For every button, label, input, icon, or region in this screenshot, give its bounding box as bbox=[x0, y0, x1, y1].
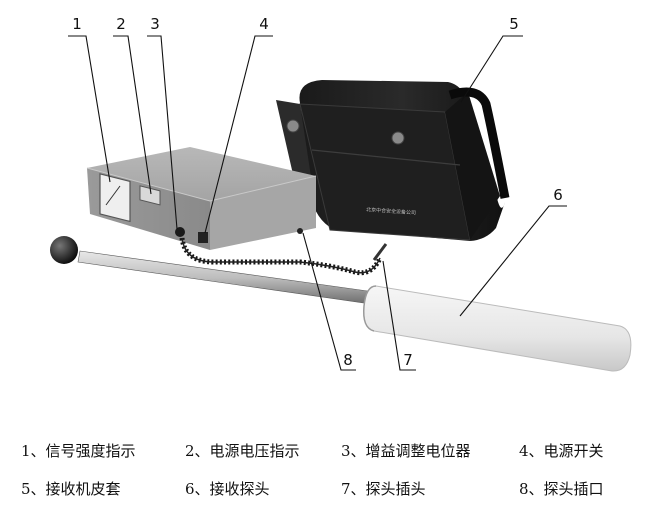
power-switch bbox=[198, 232, 208, 243]
callout-5: 5 bbox=[509, 15, 519, 33]
case-rivet-left bbox=[286, 119, 300, 133]
callout-4: 4 bbox=[259, 15, 269, 33]
leader-2 bbox=[113, 35, 152, 195]
callout-2: 2 bbox=[116, 15, 126, 33]
case-maker-label: 北京中合安全设备公司 bbox=[366, 206, 416, 216]
legend-item-5: 5、接收机皮套 bbox=[21, 480, 121, 498]
leader-3 bbox=[147, 35, 178, 230]
case-rivet-right bbox=[391, 131, 405, 145]
callout-numbers: 1 2 3 4 5 6 7 8 bbox=[72, 15, 563, 369]
callout-7: 7 bbox=[403, 351, 413, 369]
receiver-unit bbox=[86, 147, 317, 250]
receiving-probe bbox=[50, 236, 632, 372]
receiver-leather-case: 北京中合安全设备公司 bbox=[276, 80, 510, 241]
legend-item-3: 3、增益调整电位器 bbox=[341, 442, 471, 460]
leader-6 bbox=[459, 205, 567, 317]
callout-3: 3 bbox=[150, 15, 160, 33]
callout-8: 8 bbox=[343, 351, 353, 369]
probe-socket bbox=[297, 228, 303, 234]
legend-item-6: 6、接收探头 bbox=[185, 480, 270, 498]
legend-item-2: 2、电源电压指示 bbox=[185, 442, 300, 460]
legend-row-1: 1、信号强度指示 2、电源电压指示 3、增益调整电位器 4、电源开关 bbox=[0, 440, 656, 464]
callout-6: 6 bbox=[553, 186, 563, 204]
legend-row-2: 5、接收机皮套 6、接收探头 7、探头插头 8、探头插口 bbox=[0, 478, 656, 502]
probe-coiled-cable bbox=[179, 237, 388, 276]
callout-leaders bbox=[68, 35, 567, 371]
leader-1 bbox=[68, 35, 111, 183]
legend-item-7: 7、探头插头 bbox=[341, 480, 426, 498]
probe-ball-tip bbox=[50, 236, 78, 264]
probe-plug bbox=[372, 243, 388, 261]
callout-1: 1 bbox=[72, 15, 82, 33]
leader-5 bbox=[460, 35, 523, 103]
leader-7 bbox=[382, 260, 416, 371]
legend-item-4: 4、电源开关 bbox=[519, 442, 604, 460]
leader-4 bbox=[204, 35, 273, 234]
legend-item-1: 1、信号强度指示 bbox=[21, 442, 136, 460]
legend-item-8: 8、探头插口 bbox=[519, 480, 604, 498]
gain-potentiometer-knob bbox=[175, 227, 185, 237]
leader-8 bbox=[302, 232, 356, 371]
signal-strength-meter bbox=[99, 173, 131, 223]
